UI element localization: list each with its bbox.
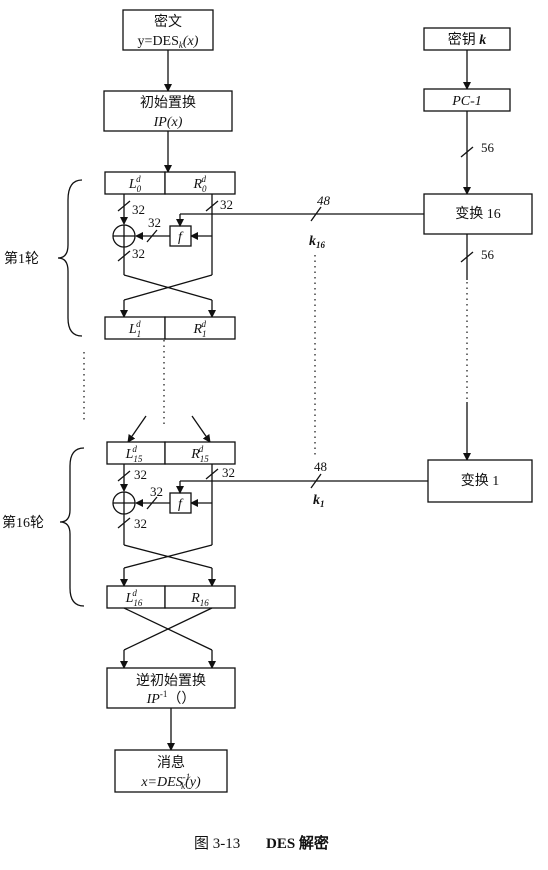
- transform16-box: 变换 16: [423, 193, 533, 235]
- round1-L-in: L0d: [128, 174, 142, 194]
- bits-32-R0: 32: [220, 197, 233, 212]
- round1-R-in: R0d: [192, 174, 207, 194]
- round16-output-register: L16d R16: [106, 585, 236, 609]
- ciphertext-formula: y=DESk(x): [138, 34, 199, 50]
- bus-tick-56-top: [460, 146, 474, 158]
- inverse-ip-label: 逆初始置换: [136, 672, 206, 689]
- bits-32-R15: 32: [222, 465, 235, 480]
- round1-output-register: L1d R1d: [104, 316, 236, 340]
- inverse-ip-box: 逆初始置换 IP-1（）: [106, 667, 236, 709]
- round16-R-out: R16: [190, 591, 209, 608]
- round1-brace: [57, 179, 83, 337]
- bits-48-r1: 48: [317, 193, 331, 208]
- round1-R-out: R1d: [192, 319, 206, 339]
- key-box: 密钥 k: [423, 27, 511, 51]
- bus-tick-f-r1: [146, 229, 158, 243]
- round1-L-out: L1d: [128, 319, 141, 339]
- round1-label: 第1轮: [4, 250, 39, 267]
- bits-32-xor-r16: 32: [134, 516, 147, 531]
- subkey-k16-label: k16: [309, 234, 326, 250]
- round16-brace: [59, 447, 85, 607]
- bus-tick-L15: [117, 470, 131, 482]
- bits-32-xor-r1: 32: [132, 246, 145, 261]
- round16-f-box: f: [169, 492, 192, 514]
- round1-f-box: f: [169, 225, 192, 247]
- transform1-label: 变换 1: [461, 472, 500, 489]
- cross-r1-b: [123, 274, 213, 301]
- arrow-into-L15: [127, 415, 147, 443]
- figure-number: 图 3-13: [194, 835, 240, 852]
- transform1-box: 变换 1: [427, 459, 533, 503]
- cross-r16-b: [123, 544, 213, 569]
- round16-R-in: R15d: [190, 444, 209, 464]
- inverse-ip-formula: IP-1（）: [146, 689, 196, 707]
- bits-32-f-r16: 32: [150, 484, 163, 499]
- bus-tick-48-r1: [310, 206, 322, 222]
- bus-tick-xor-r1: [117, 250, 131, 262]
- pc1-box: PC-1: [423, 88, 511, 112]
- round16-L-in: L15d: [125, 444, 143, 464]
- bits-32-f-r1: 32: [148, 215, 161, 230]
- ciphertext-label: 密文: [154, 13, 182, 30]
- bus-tick-xor-r16: [117, 517, 131, 529]
- round1-xor: [112, 224, 136, 248]
- ciphertext-box: 密文 y=DESk(x): [122, 9, 214, 51]
- bus-tick-56-mid: [460, 251, 474, 263]
- transform16-label: 变换 16: [455, 205, 501, 222]
- ip-label: 初始置换: [140, 94, 196, 111]
- round1-f-label: f: [178, 230, 184, 245]
- bits-32-L15: 32: [134, 467, 147, 482]
- bits-32-L0: 32: [132, 202, 145, 217]
- bits-56-top: 56: [481, 140, 495, 155]
- bus-tick-R0: [205, 200, 219, 212]
- initial-permutation-box: 初始置换 IP(x): [103, 90, 233, 132]
- bus-tick-f-r16: [146, 496, 158, 510]
- bits-56-mid: 56: [481, 247, 495, 262]
- bus-tick-L0: [117, 200, 131, 212]
- bits-48-r16: 48: [314, 459, 327, 474]
- round16-xor: [112, 491, 136, 515]
- figure-title: DES 解密: [266, 834, 329, 852]
- ip-formula: IP(x): [153, 115, 183, 130]
- bus-tick-48-r16: [310, 473, 322, 489]
- message-label: 消息: [157, 754, 185, 771]
- arrow-into-R15: [191, 415, 211, 443]
- bus-tick-R15: [205, 468, 219, 480]
- key-label: 密钥 k: [448, 31, 487, 48]
- round16-f-label: f: [178, 497, 184, 512]
- round16-label: 第16轮: [2, 514, 44, 531]
- round16-input-register: L15d R15d: [106, 441, 236, 465]
- pc1-label: PC-1: [451, 94, 482, 109]
- final-cross-b: [123, 607, 213, 651]
- round16-L-out: L16d: [125, 588, 143, 608]
- round1-input-register: L0d R0d: [104, 171, 236, 195]
- subkey-k1-label: k1: [313, 493, 325, 509]
